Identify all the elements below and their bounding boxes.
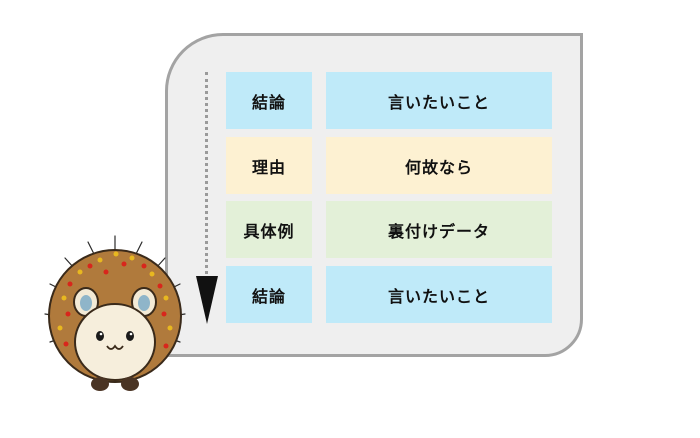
- step-3-label: 具体例: [226, 201, 312, 258]
- hedgehog-icon: [44, 235, 186, 391]
- step-1-label: 結論: [226, 72, 312, 129]
- step-3-description: 裏付けデータ: [326, 201, 552, 258]
- step-1-description: 言いたいこと: [326, 72, 552, 129]
- step-4-label: 結論: [226, 266, 312, 323]
- flow-arrow-line: [205, 72, 208, 280]
- step-4-description: 言いたいこと: [326, 266, 552, 323]
- step-2-label: 理由: [226, 137, 312, 194]
- step-2-description: 何故なら: [326, 137, 552, 194]
- down-arrow-icon: [196, 276, 218, 324]
